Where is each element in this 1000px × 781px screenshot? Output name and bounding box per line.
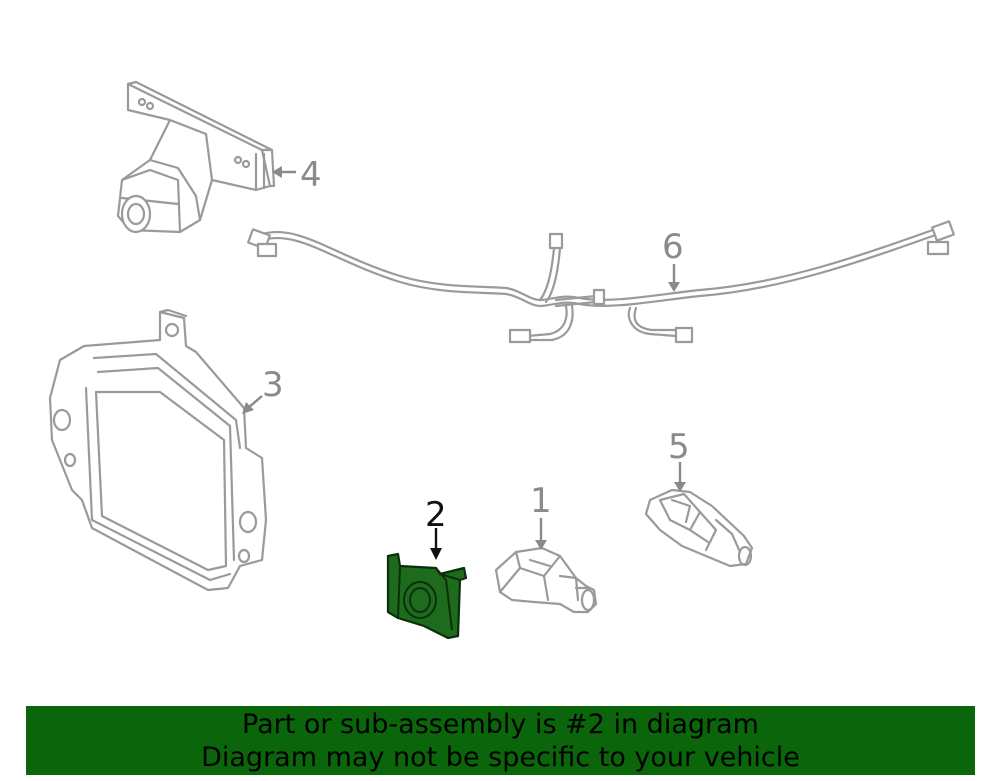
- arrow-6: [668, 282, 680, 292]
- part-5-sensor[interactable]: [644, 488, 754, 568]
- callout-2[interactable]: 2: [425, 495, 447, 535]
- notice-line-part: Part or sub-assembly is #2 in diagram: [242, 709, 759, 740]
- callout-1[interactable]: 1: [530, 481, 552, 521]
- arrow-3: [242, 402, 254, 414]
- arrow-1: [535, 540, 547, 550]
- notice-banner: Part or sub-assembly is #2 in diagram Di…: [26, 706, 975, 775]
- part-4-camera-bracket[interactable]: [116, 80, 276, 234]
- notice-line-disclaimer: Diagram may not be specific to your vehi…: [201, 742, 800, 773]
- callout-3[interactable]: 3: [262, 365, 284, 405]
- callout-6[interactable]: 6: [662, 227, 684, 267]
- arrow-4: [272, 166, 282, 178]
- part-1-parking-sensor[interactable]: [494, 546, 598, 614]
- part-2-sensor-retainer-highlighted[interactable]: [386, 552, 468, 640]
- part-6-wiring-harness[interactable]: [247, 220, 955, 344]
- arrow-2: [430, 548, 442, 560]
- part-3-control-module[interactable]: [48, 308, 268, 592]
- arrow-5: [674, 482, 686, 492]
- leader-3: [247, 395, 263, 409]
- callout-5[interactable]: 5: [668, 427, 690, 467]
- callout-4[interactable]: 4: [300, 155, 322, 195]
